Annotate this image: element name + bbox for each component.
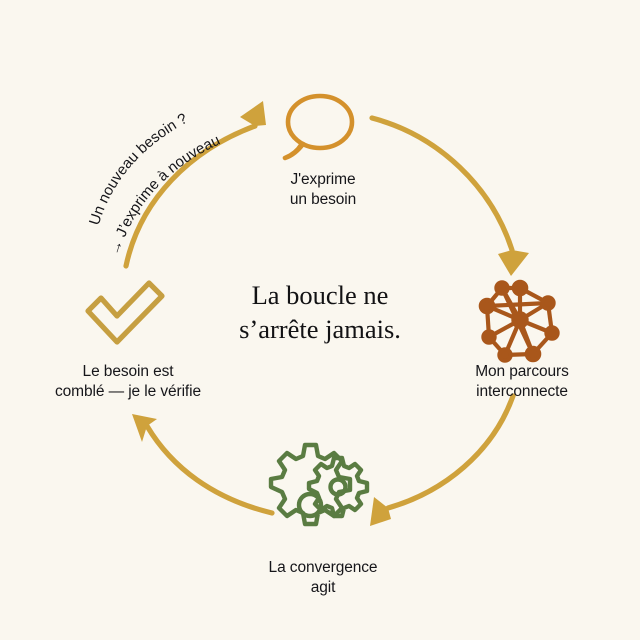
checkmark-icon: [85, 280, 165, 345]
gears-icon: [268, 442, 370, 527]
node-label-express: J'exprime un besoin: [289, 171, 357, 209]
node-label-verify: Le besoin est comblé — je le vérifie: [55, 363, 201, 401]
speech-bubble-icon: [282, 93, 355, 161]
node-label-converge: La convergence agit: [268, 559, 378, 597]
arrow-express-to-network: [369, 115, 529, 276]
restart-line-2: → J’exprime à nouveau: [106, 132, 223, 258]
network-graph-icon: [478, 279, 560, 363]
arrow-verify-to-express: [123, 101, 266, 269]
center-title: La boucle ne s’arrête jamais.: [239, 280, 401, 345]
restart-line-2-text: → J’exprime à nouveau: [106, 132, 223, 258]
arrow-network-to-converge: [370, 393, 516, 526]
node-label-network: Mon parcours interconnecte: [475, 363, 569, 401]
arrow-converge-to-verify: [132, 414, 275, 516]
restart-annotation: Un nouveau besoin ? → J’exprime à nouvea…: [86, 110, 223, 257]
